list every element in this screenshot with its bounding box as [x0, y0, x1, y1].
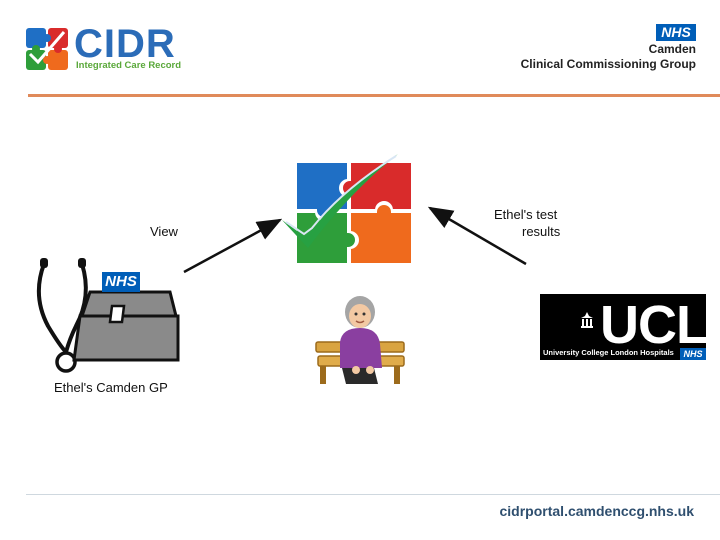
- ccg-name-line2: Clinical Commissioning Group: [520, 57, 696, 71]
- results-arrow: [427, 206, 527, 266]
- gp-label: Ethel's Camden GP: [54, 380, 168, 395]
- ucl-hospitals-logo: UCL University College London Hospitals: [540, 294, 709, 360]
- test-results-label-line1: Ethel's test: [494, 207, 558, 222]
- view-arrow: [183, 218, 283, 274]
- ucl-nhs-badge: NHS: [680, 348, 706, 360]
- ccg-name-line1: Camden: [648, 42, 696, 56]
- cidr-logo: CIDR Integrated Care Record: [24, 22, 184, 72]
- gp-stethoscope-bag-icon: [36, 258, 180, 373]
- view-label: View: [150, 224, 178, 239]
- ucl-portico-icon: [581, 312, 593, 328]
- cidr-puzzle-icon: [26, 28, 68, 70]
- patient-ethel-icon: [315, 296, 405, 384]
- ucl-title: UCL: [600, 295, 709, 355]
- header-divider: [28, 94, 720, 97]
- gp-nhs-badge: NHS: [102, 272, 140, 292]
- cidr-puzzle-central-icon: [282, 154, 413, 265]
- cidr-logo-subtitle: Integrated Care Record: [76, 60, 182, 71]
- nhs-badge: NHS: [656, 24, 696, 41]
- test-results-label-line2: results: [522, 224, 561, 239]
- footer-divider: [26, 494, 720, 495]
- footer-url[interactable]: cidrportal.camdenccg.nhs.uk: [499, 503, 695, 519]
- cidr-logo-title: CIDR: [74, 22, 176, 66]
- ucl-subtitle: University College London Hospitals: [543, 348, 674, 357]
- ccg-logo: NHS Camden Clinical Commissioning Group: [500, 24, 696, 74]
